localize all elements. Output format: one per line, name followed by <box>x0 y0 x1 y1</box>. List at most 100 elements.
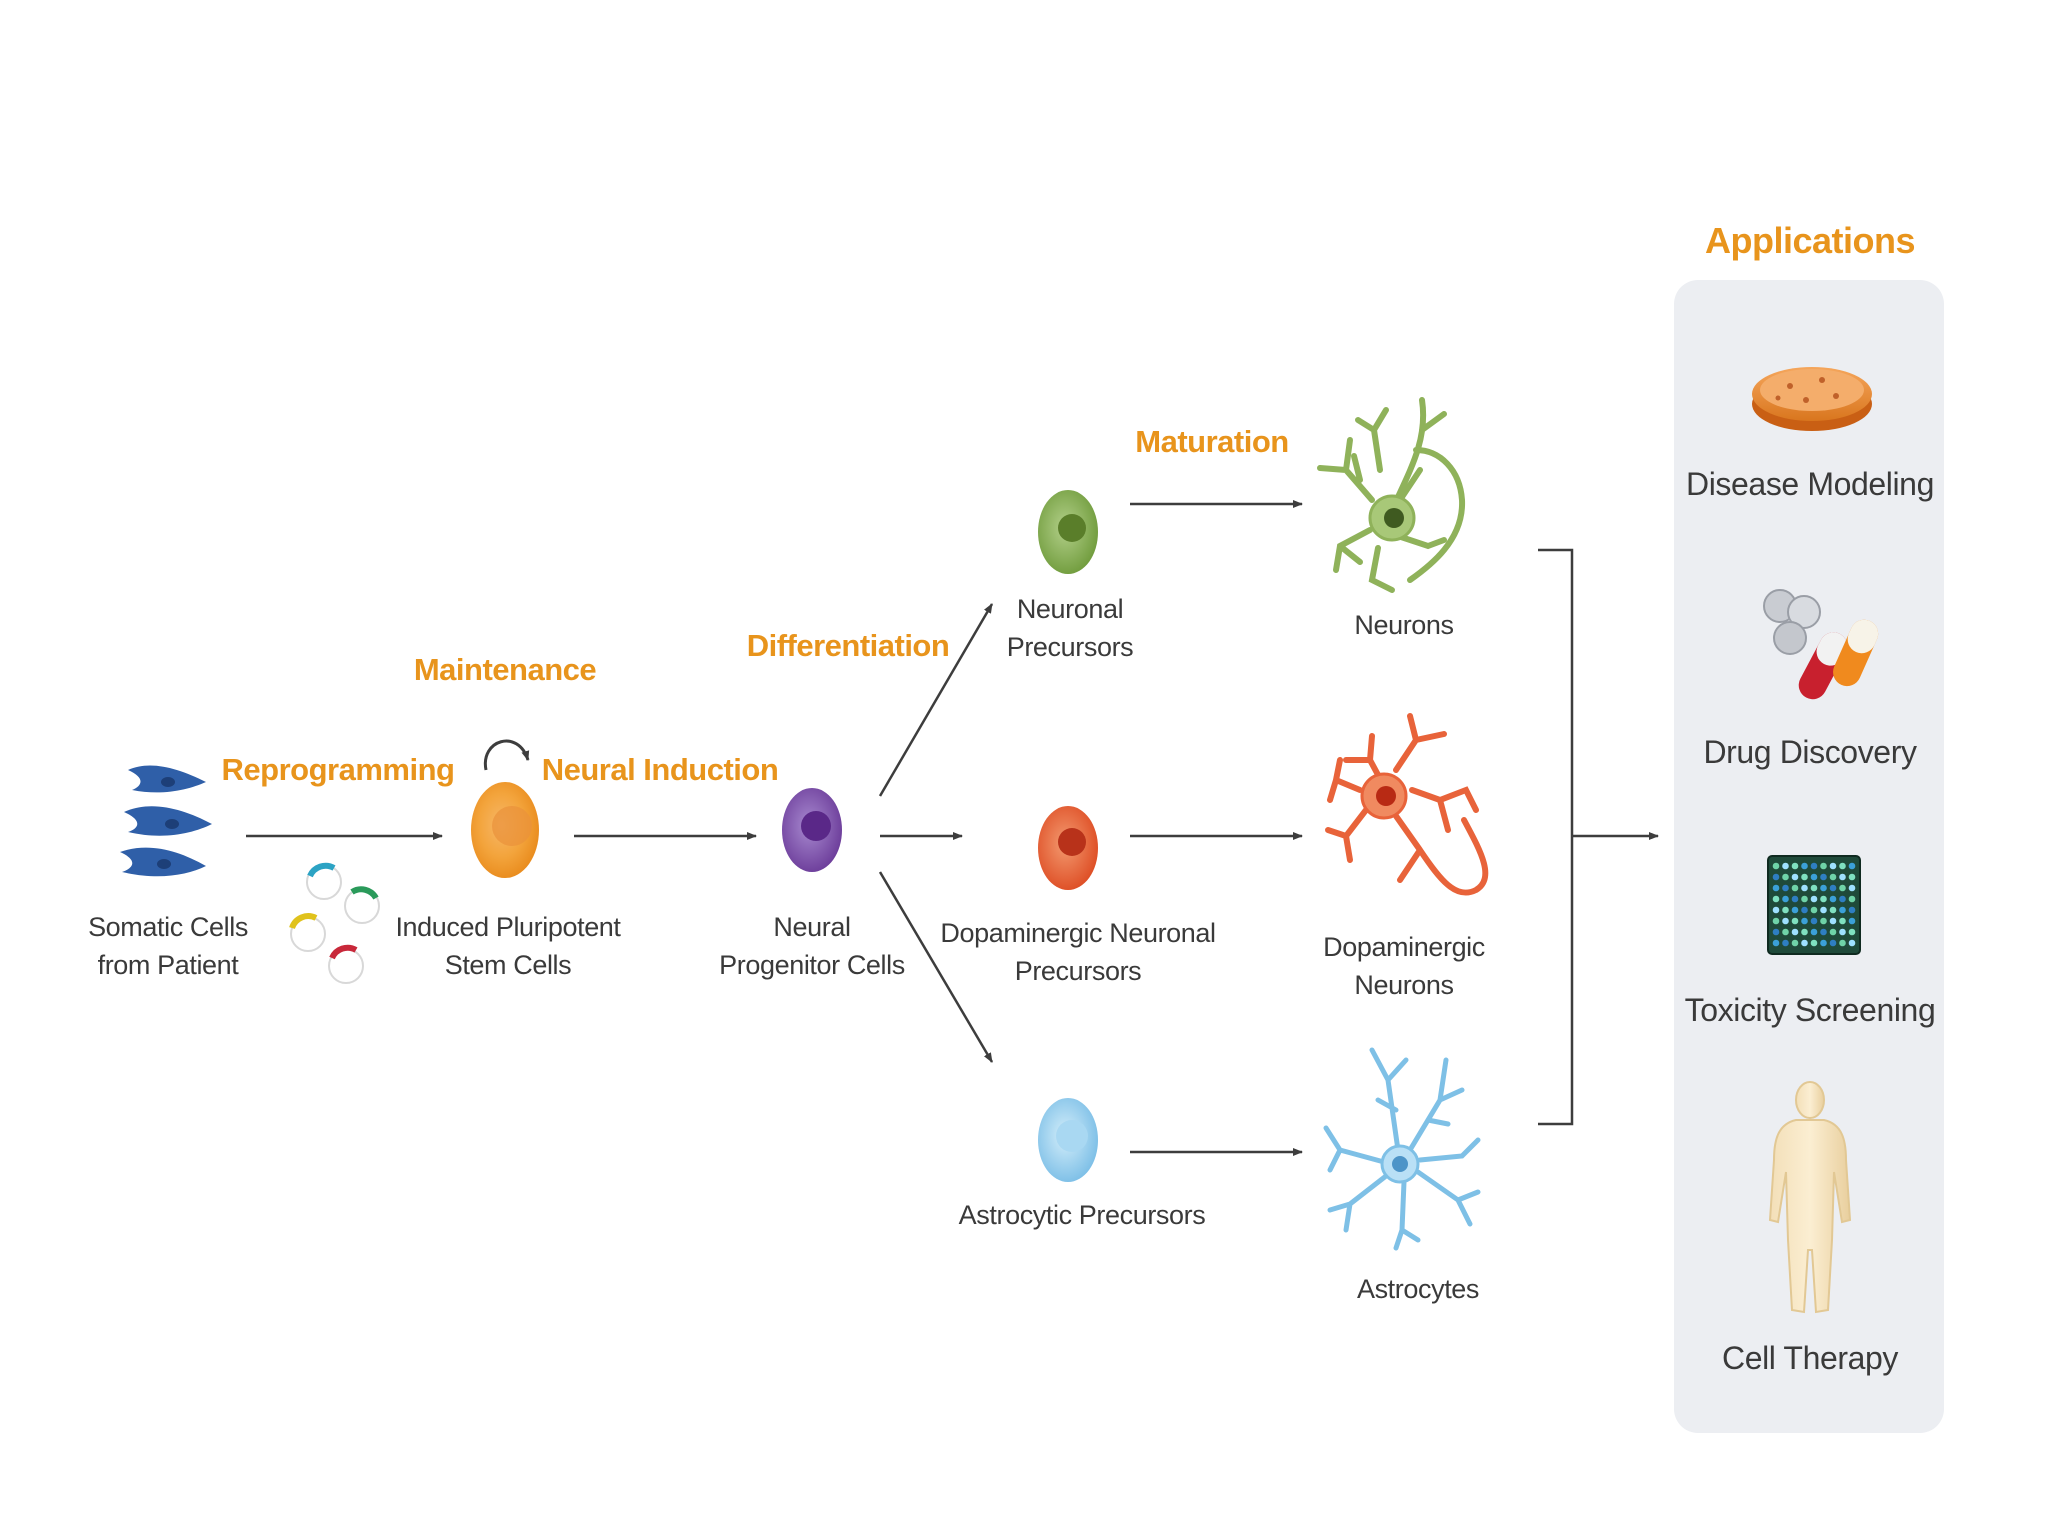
well-dot <box>1810 917 1818 925</box>
well-dot <box>1801 928 1808 936</box>
well-dot <box>1820 884 1827 892</box>
well-dot <box>1772 873 1780 881</box>
well-dot <box>1848 928 1856 936</box>
well-dot <box>1829 939 1837 947</box>
well-dot <box>1801 895 1808 903</box>
well-dot <box>1820 873 1827 881</box>
astrocyte-icon <box>1323 1047 1481 1251</box>
well-dot <box>1829 862 1837 870</box>
well-dot <box>1782 906 1789 914</box>
well-dot <box>1782 895 1789 903</box>
well-dot <box>1820 939 1827 947</box>
dopaminergic-neuron-icon <box>1325 713 1489 896</box>
well-dot <box>1820 906 1827 914</box>
well-dot <box>1782 862 1789 870</box>
well-dot <box>1791 873 1799 881</box>
well-dot <box>1801 873 1808 881</box>
well-dot <box>1820 928 1827 936</box>
stage-maturation: Maturation <box>1135 424 1289 459</box>
well-dot <box>1801 906 1808 914</box>
well-dot <box>1810 928 1818 936</box>
well-dot <box>1829 884 1837 892</box>
stage-reprogramming: Reprogramming <box>221 752 455 787</box>
well-dot <box>1839 873 1846 881</box>
app-drug-discovery: Drug Discovery <box>1703 734 1917 770</box>
well-dot <box>1848 917 1856 925</box>
stage-neural-induction: Neural Induction <box>541 752 779 787</box>
well-dot <box>1810 884 1818 892</box>
well-dot <box>1782 917 1789 925</box>
well-dot <box>1839 862 1846 870</box>
app-disease-modeling: Disease Modeling <box>1686 466 1934 502</box>
well-dot <box>1801 917 1808 925</box>
well-dot <box>1782 928 1789 936</box>
well-dot <box>1801 939 1808 947</box>
well-dot <box>1801 884 1808 892</box>
human-body-icon <box>1768 1081 1852 1314</box>
plasmids-icon <box>289 862 380 984</box>
neuronal-precursor-icon <box>1038 490 1098 574</box>
well-dot <box>1782 939 1789 947</box>
pills-icon <box>1763 589 1879 700</box>
app-toxicity-screening: Toxicity Screening <box>1684 992 1936 1028</box>
well-dot <box>1772 939 1780 947</box>
neuron-icon <box>1317 397 1466 593</box>
well-dot <box>1820 862 1827 870</box>
well-dot <box>1810 939 1818 947</box>
well-dot <box>1848 884 1856 892</box>
well-dot <box>1772 928 1780 936</box>
well-dot <box>1839 884 1846 892</box>
stage-differentiation: Differentiation <box>746 628 950 663</box>
somatic-cells-icon <box>120 765 212 877</box>
well-dot <box>1829 917 1837 925</box>
well-dot <box>1829 895 1837 903</box>
petri-dish-icon <box>1752 367 1872 431</box>
flow-arrows <box>246 500 1659 1156</box>
stage-applications: Applications <box>1704 220 1916 261</box>
ipsc-cell-icon <box>471 782 539 878</box>
well-dot <box>1848 906 1856 914</box>
well-dot <box>1772 884 1780 892</box>
npc-cell-icon <box>782 788 842 872</box>
well-dot <box>1848 939 1856 947</box>
well-dot <box>1791 917 1799 925</box>
well-dot <box>1820 917 1827 925</box>
well-dot <box>1782 884 1789 892</box>
well-dot <box>1791 928 1799 936</box>
well-dot <box>1810 895 1818 903</box>
well-dot <box>1839 895 1846 903</box>
well-dot <box>1839 906 1846 914</box>
app-cell-therapy: Cell Therapy <box>1721 1340 1899 1376</box>
well-dot <box>1820 895 1827 903</box>
well-dot <box>1791 906 1799 914</box>
well-dot <box>1839 928 1846 936</box>
stage-maintenance: Maintenance <box>413 652 597 687</box>
well-plate-icon <box>1767 855 1861 955</box>
well-dot <box>1839 939 1846 947</box>
well-dot <box>1829 906 1837 914</box>
well-dot <box>1782 873 1789 881</box>
well-dot <box>1848 862 1856 870</box>
well-dot <box>1839 917 1846 925</box>
well-dot <box>1810 906 1818 914</box>
well-dot <box>1772 917 1780 925</box>
well-dot <box>1791 862 1799 870</box>
well-dot <box>1791 939 1799 947</box>
label-astrocytes: Astrocytes <box>1356 1274 1480 1304</box>
well-dot <box>1772 906 1780 914</box>
well-dot <box>1772 895 1780 903</box>
astrocytic-precursor-icon <box>1038 1098 1098 1182</box>
well-dot <box>1848 873 1856 881</box>
well-dot <box>1810 873 1818 881</box>
well-dot <box>1829 928 1837 936</box>
maintenance-arrow <box>483 739 530 771</box>
label-astrocytic-precursors: Astrocytic Precursors <box>958 1200 1206 1230</box>
